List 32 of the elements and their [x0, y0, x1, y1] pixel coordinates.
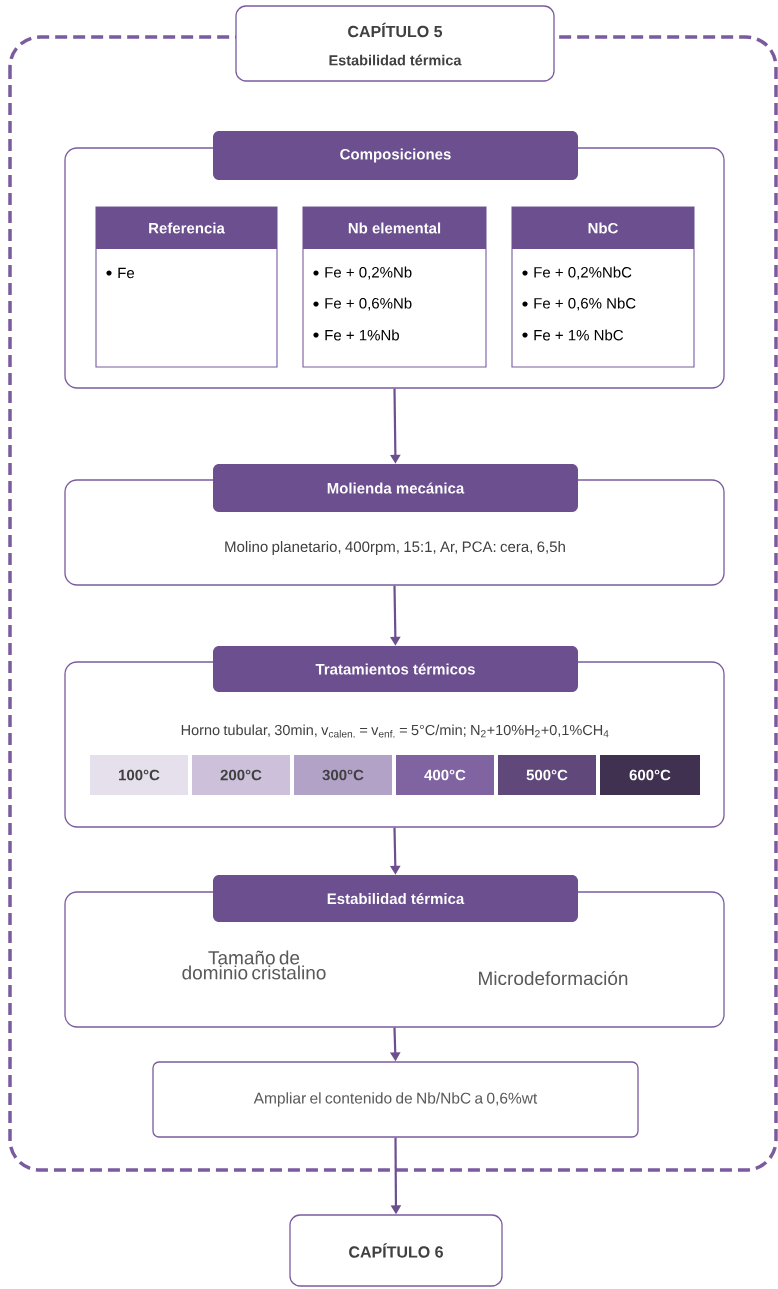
process-box: Ampliar el contenido de Nb/NbC a 0,6%wt — [152, 1061, 639, 1138]
temperature-cell: 200°C — [192, 755, 290, 795]
temperature-cell: 300°C — [294, 755, 392, 795]
composition-card — [95, 206, 278, 368]
bullet-item: Fe + 1%Nb — [313, 329, 399, 341]
temperature-cell: 500°C — [498, 755, 596, 795]
body-text: Microdeformación — [479, 970, 628, 986]
header-tab: Composiciones — [213, 131, 578, 180]
temperature-cell: 400°C — [396, 755, 494, 795]
bullet-item: Fe + 0,6%Nb — [313, 297, 412, 311]
bullet-item: Fe + 1% NbC — [522, 329, 624, 341]
card-header: NbC — [512, 207, 694, 249]
composition-card — [302, 206, 487, 368]
header-tab: Estabilidad térmica — [213, 875, 578, 922]
body-text: Molino planetario, 400rpm, 15:1, Ar, PCA: cera, 6,5h — [225, 541, 565, 555]
header-tab: Molienda mecánica — [213, 464, 578, 512]
chapter-box: CAPÍTULO 6 — [289, 1214, 503, 1287]
temperature-cell: 600°C — [600, 755, 700, 795]
chapter-box: CAPÍTULO 5 Estabilidad térmica — [235, 5, 555, 82]
bullet-item: Fe — [106, 267, 135, 279]
temperature-cell: 100°C — [90, 755, 188, 795]
bullet-item: Fe + 0,2%Nb — [313, 266, 412, 280]
body-text: Horno tubular, 30min, v$_{calen.}$ = v$_{enf.}$ = 5°C/min; N$_{2}$+10%H$_{2}$+0,1%CH$_{4}$ — [181, 724, 609, 738]
header-tab: Tratamientos térmicos — [213, 646, 578, 692]
body-text: Tamaño de dominio cristalino — [182, 950, 326, 980]
step-panel — [64, 464, 725, 586]
composition-card — [511, 206, 695, 368]
card-header: Referencia — [96, 207, 277, 249]
card-header: Nb elemental — [303, 207, 486, 249]
bullet-item: Fe + 0,2%NbC — [522, 266, 632, 280]
bullet-item: Fe + 0,6% NbC — [522, 297, 636, 311]
step-panel — [64, 875, 725, 1028]
